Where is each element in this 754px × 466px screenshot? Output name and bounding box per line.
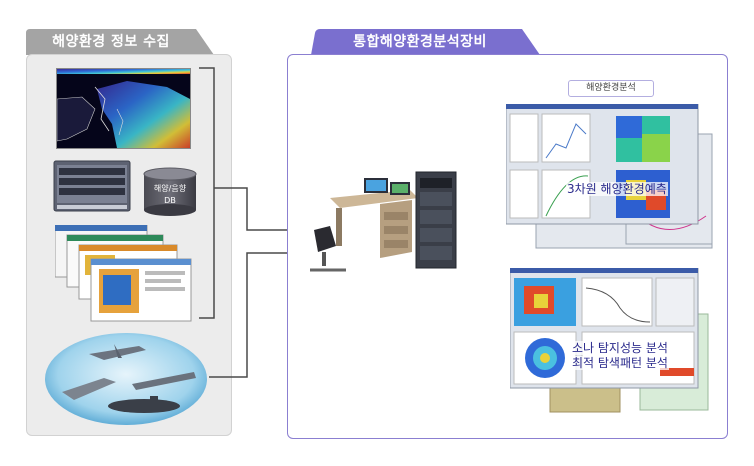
sonar-screens [509,267,710,416]
right-section-title: 통합해양환경분석장비 [353,34,487,50]
satellite-sst-image [56,68,191,149]
ocean-acoustic-db: 해양/음향 DB [142,167,198,217]
forecast-screens [505,103,714,250]
server-rack-device [53,157,131,213]
naval-assets-graphic [45,333,207,425]
forecast-screens-graphic [505,103,713,249]
sonar-screens-graphic [509,267,709,413]
connector-upper [214,187,300,231]
workstation-graphic [310,171,457,272]
sonar-detection-label: 소나 탐지성능 분석 [571,341,669,355]
right-section-tab [311,29,540,55]
workstation-desk [300,168,458,280]
database-icon [143,167,197,216]
db-label-line1: 해양/음향 [153,184,187,193]
search-pattern-label: 최적 탐색패턴 분석 [571,356,669,370]
naval-assets-image [44,332,209,426]
web-data-screens [54,224,195,323]
db-label-line2: DB [164,196,176,205]
left-bracket [199,67,215,319]
server-graphic [53,160,131,212]
connector-lower [209,252,300,378]
ocean-analysis-badge: 해양환경분석 [568,80,654,97]
stacked-screens-graphic [54,224,192,322]
forecast-label: 3차원 해양환경예측 [566,182,668,196]
left-section-title: 해양환경 정보 수집 [52,34,170,50]
left-section-tab [26,29,214,55]
satellite-map-graphic [56,69,190,148]
